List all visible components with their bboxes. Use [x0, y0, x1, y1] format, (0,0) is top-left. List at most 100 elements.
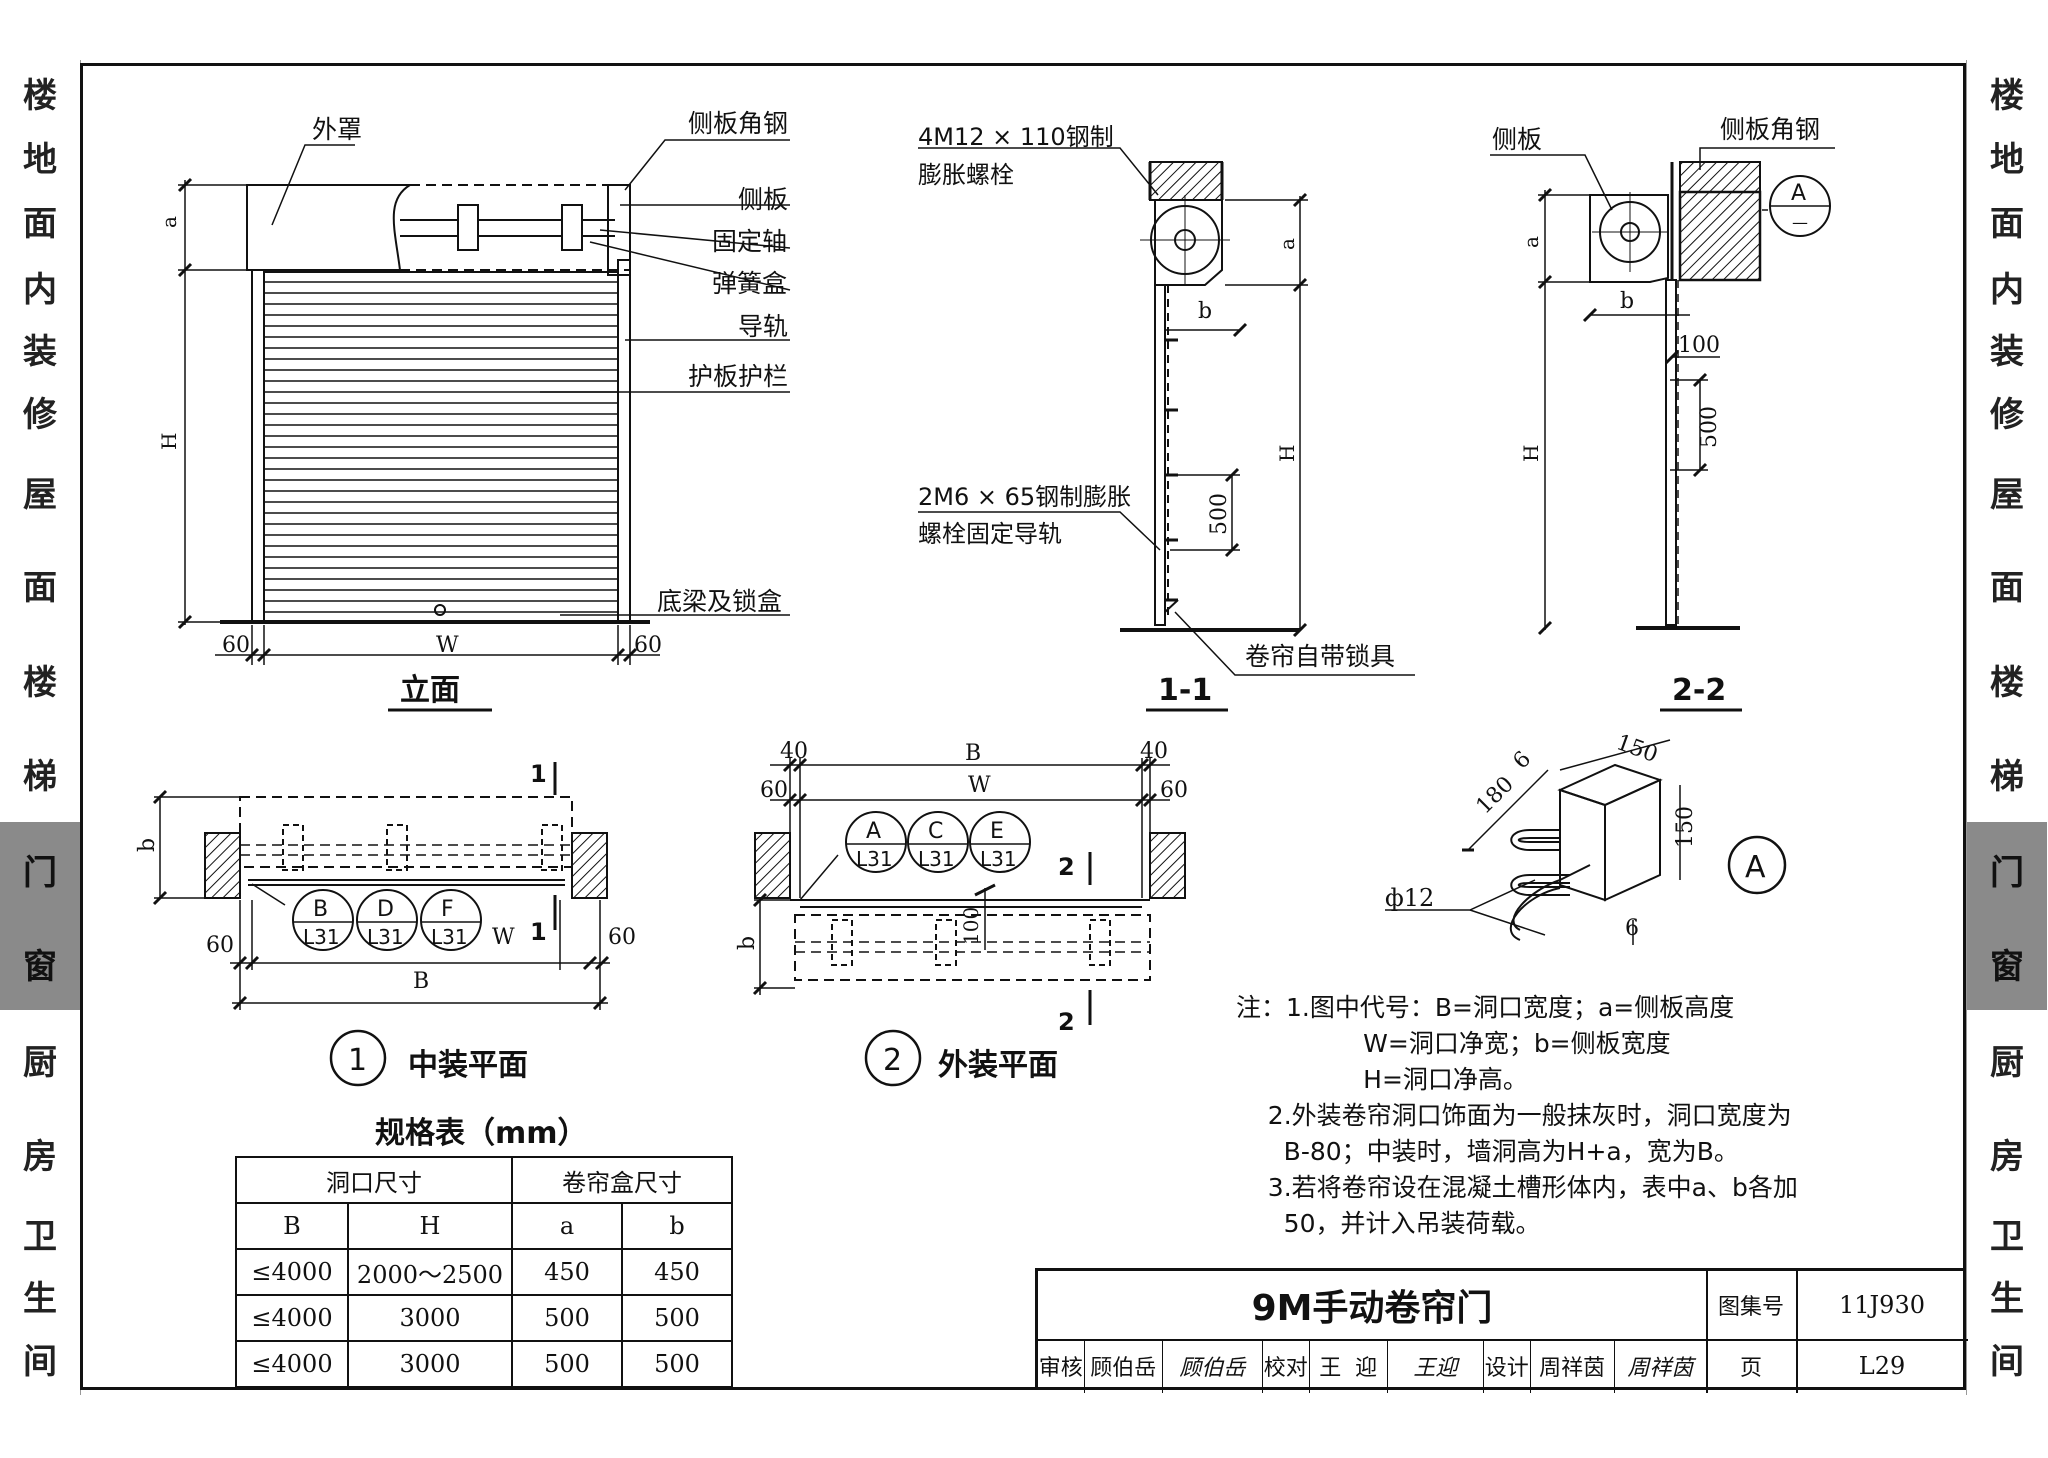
side-tab-char: 地	[1990, 139, 2024, 180]
side-tab[interactable]: 屋面	[0, 445, 80, 633]
page-label: 页	[1706, 1339, 1798, 1393]
s1-dim-b: b	[1198, 299, 1212, 324]
spec-cell: 3000	[347, 1294, 513, 1342]
spec-table: 洞口尺寸 卷帘盒尺寸 B H a b ≤4000 2000～2500 450 4…	[235, 1156, 733, 1388]
side-tab[interactable]: 卫生间	[0, 1202, 80, 1392]
plan2-ref-1-sheet: L31	[856, 847, 893, 871]
s1-title: 1-1	[1158, 673, 1212, 708]
plan-2: 2 2 A L31 C L31 E L31	[735, 739, 1188, 1087]
elev-dim-H: H	[157, 433, 181, 450]
checker-name: 王 迎	[1310, 1339, 1388, 1393]
plan1-dim-left: 60	[206, 933, 234, 958]
side-tab[interactable]: 门窗	[0, 822, 80, 1012]
note-line: 注：1.图中代号：B=洞口宽度；a=侧板高度	[1236, 993, 1735, 1022]
side-tab[interactable]: 楼梯	[0, 633, 80, 822]
title-block: 9M手动卷帘门 图集号 11J930 审核 顾伯岳 顾伯岳 校对 王 迎 王迎 …	[1035, 1268, 1968, 1393]
side-tab[interactable]: 卫生间	[1967, 1202, 2047, 1392]
side-tab-char: 面	[23, 204, 57, 245]
side-tab-char: 楼	[1990, 75, 2024, 116]
side-tab-char: 地	[23, 139, 57, 180]
spec-cell: ≤4000	[235, 1340, 349, 1388]
detail-a: 180 6 150 150 6 ф12 A	[1385, 730, 1787, 945]
side-tab-char: 面	[1990, 204, 2024, 245]
side-tab-char: 卫	[1990, 1216, 2024, 1257]
spec-cell: ≤4000	[235, 1248, 349, 1296]
spec-group-header: 洞口尺寸	[235, 1156, 513, 1204]
s2-dim-100: 100	[1678, 333, 1720, 358]
s1-bolt-top-1: 4M12 × 110钢制	[918, 123, 1114, 151]
spec-cell: 450	[511, 1248, 623, 1296]
side-tab-char: 间	[1990, 1342, 2024, 1383]
spec-cell: ≤4000	[235, 1294, 349, 1342]
detailA-label: A	[1745, 850, 1766, 885]
plan1-cut-top: 1	[530, 760, 547, 788]
side-tab[interactable]: 厨房	[1967, 1012, 2047, 1202]
table-row: ≤4000 3000 500 500	[235, 1340, 733, 1388]
s1-bolt-rail-1: 2M6 × 65钢制膨胀	[918, 483, 1131, 511]
atlas-label: 图集号	[1706, 1271, 1798, 1341]
side-tab-char: 梯	[23, 756, 57, 797]
plan2-dim-B: B	[965, 741, 981, 766]
plan2-ref-2-letter: C	[928, 819, 943, 844]
side-tab-char: 修	[1990, 395, 2024, 436]
s2-dim-a: a	[1519, 236, 1543, 248]
side-tab-char: 卫	[23, 1216, 57, 1257]
s2-dim-b: b	[1620, 289, 1634, 314]
drawing-frame	[80, 63, 1966, 1390]
note-line: 2.外装卷帘洞口饰面为一般抹灰时，洞口宽度为	[1236, 1101, 1792, 1130]
design-label: 设计	[1484, 1339, 1531, 1393]
spec-cell: 450	[621, 1248, 733, 1296]
label-cover: 外罩	[312, 115, 362, 144]
side-tab[interactable]: 厨房	[0, 1012, 80, 1202]
label-side-plate: 侧板	[738, 185, 788, 214]
s1-dim-H: H	[1275, 445, 1299, 462]
plan2-dim-40-left: 40	[780, 739, 808, 764]
atlas-number: 11J930	[1796, 1271, 1968, 1341]
spec-cell: 500	[621, 1340, 733, 1388]
plan2-ref-3-sheet: L31	[980, 847, 1017, 871]
label-fixed-shaft: 固定轴	[712, 227, 787, 256]
spec-cell: 2000～2500	[347, 1248, 513, 1296]
side-tab-char: 楼	[23, 75, 57, 116]
side-tab-char: 房	[1990, 1136, 2024, 1177]
side-tab-char: 窗	[1990, 946, 2024, 987]
s1-lock: 卷帘自带锁具	[1245, 642, 1395, 671]
plan1-ref-3-sheet: L31	[431, 925, 468, 949]
elevation-title: 立面	[400, 673, 460, 708]
spec-title: 规格表（mm）	[375, 1116, 588, 1151]
plan2-ref-bubbles: A L31 C L31 E L31	[845, 811, 1031, 873]
review-label: 审核	[1038, 1339, 1085, 1393]
side-tab-char: 厨	[1990, 1042, 2024, 1083]
side-tab-char: 厨	[23, 1042, 57, 1083]
plan1-title: 中装平面	[408, 1048, 528, 1083]
side-tab[interactable]: 屋面	[1967, 445, 2047, 633]
plan1-dim-B: B	[413, 969, 429, 994]
spec-col-header: b	[621, 1202, 733, 1250]
side-tab-char: 面	[23, 568, 57, 608]
plan2-dim-W: W	[968, 773, 991, 798]
side-tab[interactable]: 楼梯	[1967, 633, 2047, 822]
label-guard-panel: 护板护栏	[688, 362, 788, 391]
note-line: B-80；中装时，墙洞高为H+a，宽为B。	[1236, 1137, 1739, 1166]
plan2-ref-2-sheet: L31	[918, 847, 955, 871]
side-tab-char: 生	[23, 1279, 57, 1320]
note-line: H=洞口净高。	[1236, 1065, 1528, 1094]
detailA-dim-150a: 150	[1613, 730, 1661, 768]
side-tab[interactable]: 内装修	[0, 255, 80, 445]
s1-bolt-rail-2: 螺栓固定导轨	[918, 520, 1062, 548]
side-tab[interactable]: 楼地面	[1967, 60, 2047, 255]
side-tab[interactable]: 门窗	[1967, 822, 2047, 1012]
plan1-dim-right: 60	[608, 925, 636, 950]
plan2-dim-b: b	[735, 936, 760, 950]
side-tab-char: 楼	[1990, 663, 2024, 704]
detailA-dim-150b: 150	[1673, 806, 1698, 848]
designer-signature: 周祥茵	[1627, 1356, 1694, 1381]
table-row: ≤4000 3000 500 500	[235, 1294, 733, 1342]
side-tab-char: 内	[1990, 269, 2024, 310]
side-tab[interactable]: 楼地面	[0, 60, 80, 255]
table-row: ≤4000 2000～2500 450 450	[235, 1248, 733, 1296]
s1-dim-500: 500	[1207, 493, 1232, 535]
side-tab-char: 面	[1990, 568, 2024, 608]
side-tab[interactable]: 内装修	[1967, 255, 2047, 445]
